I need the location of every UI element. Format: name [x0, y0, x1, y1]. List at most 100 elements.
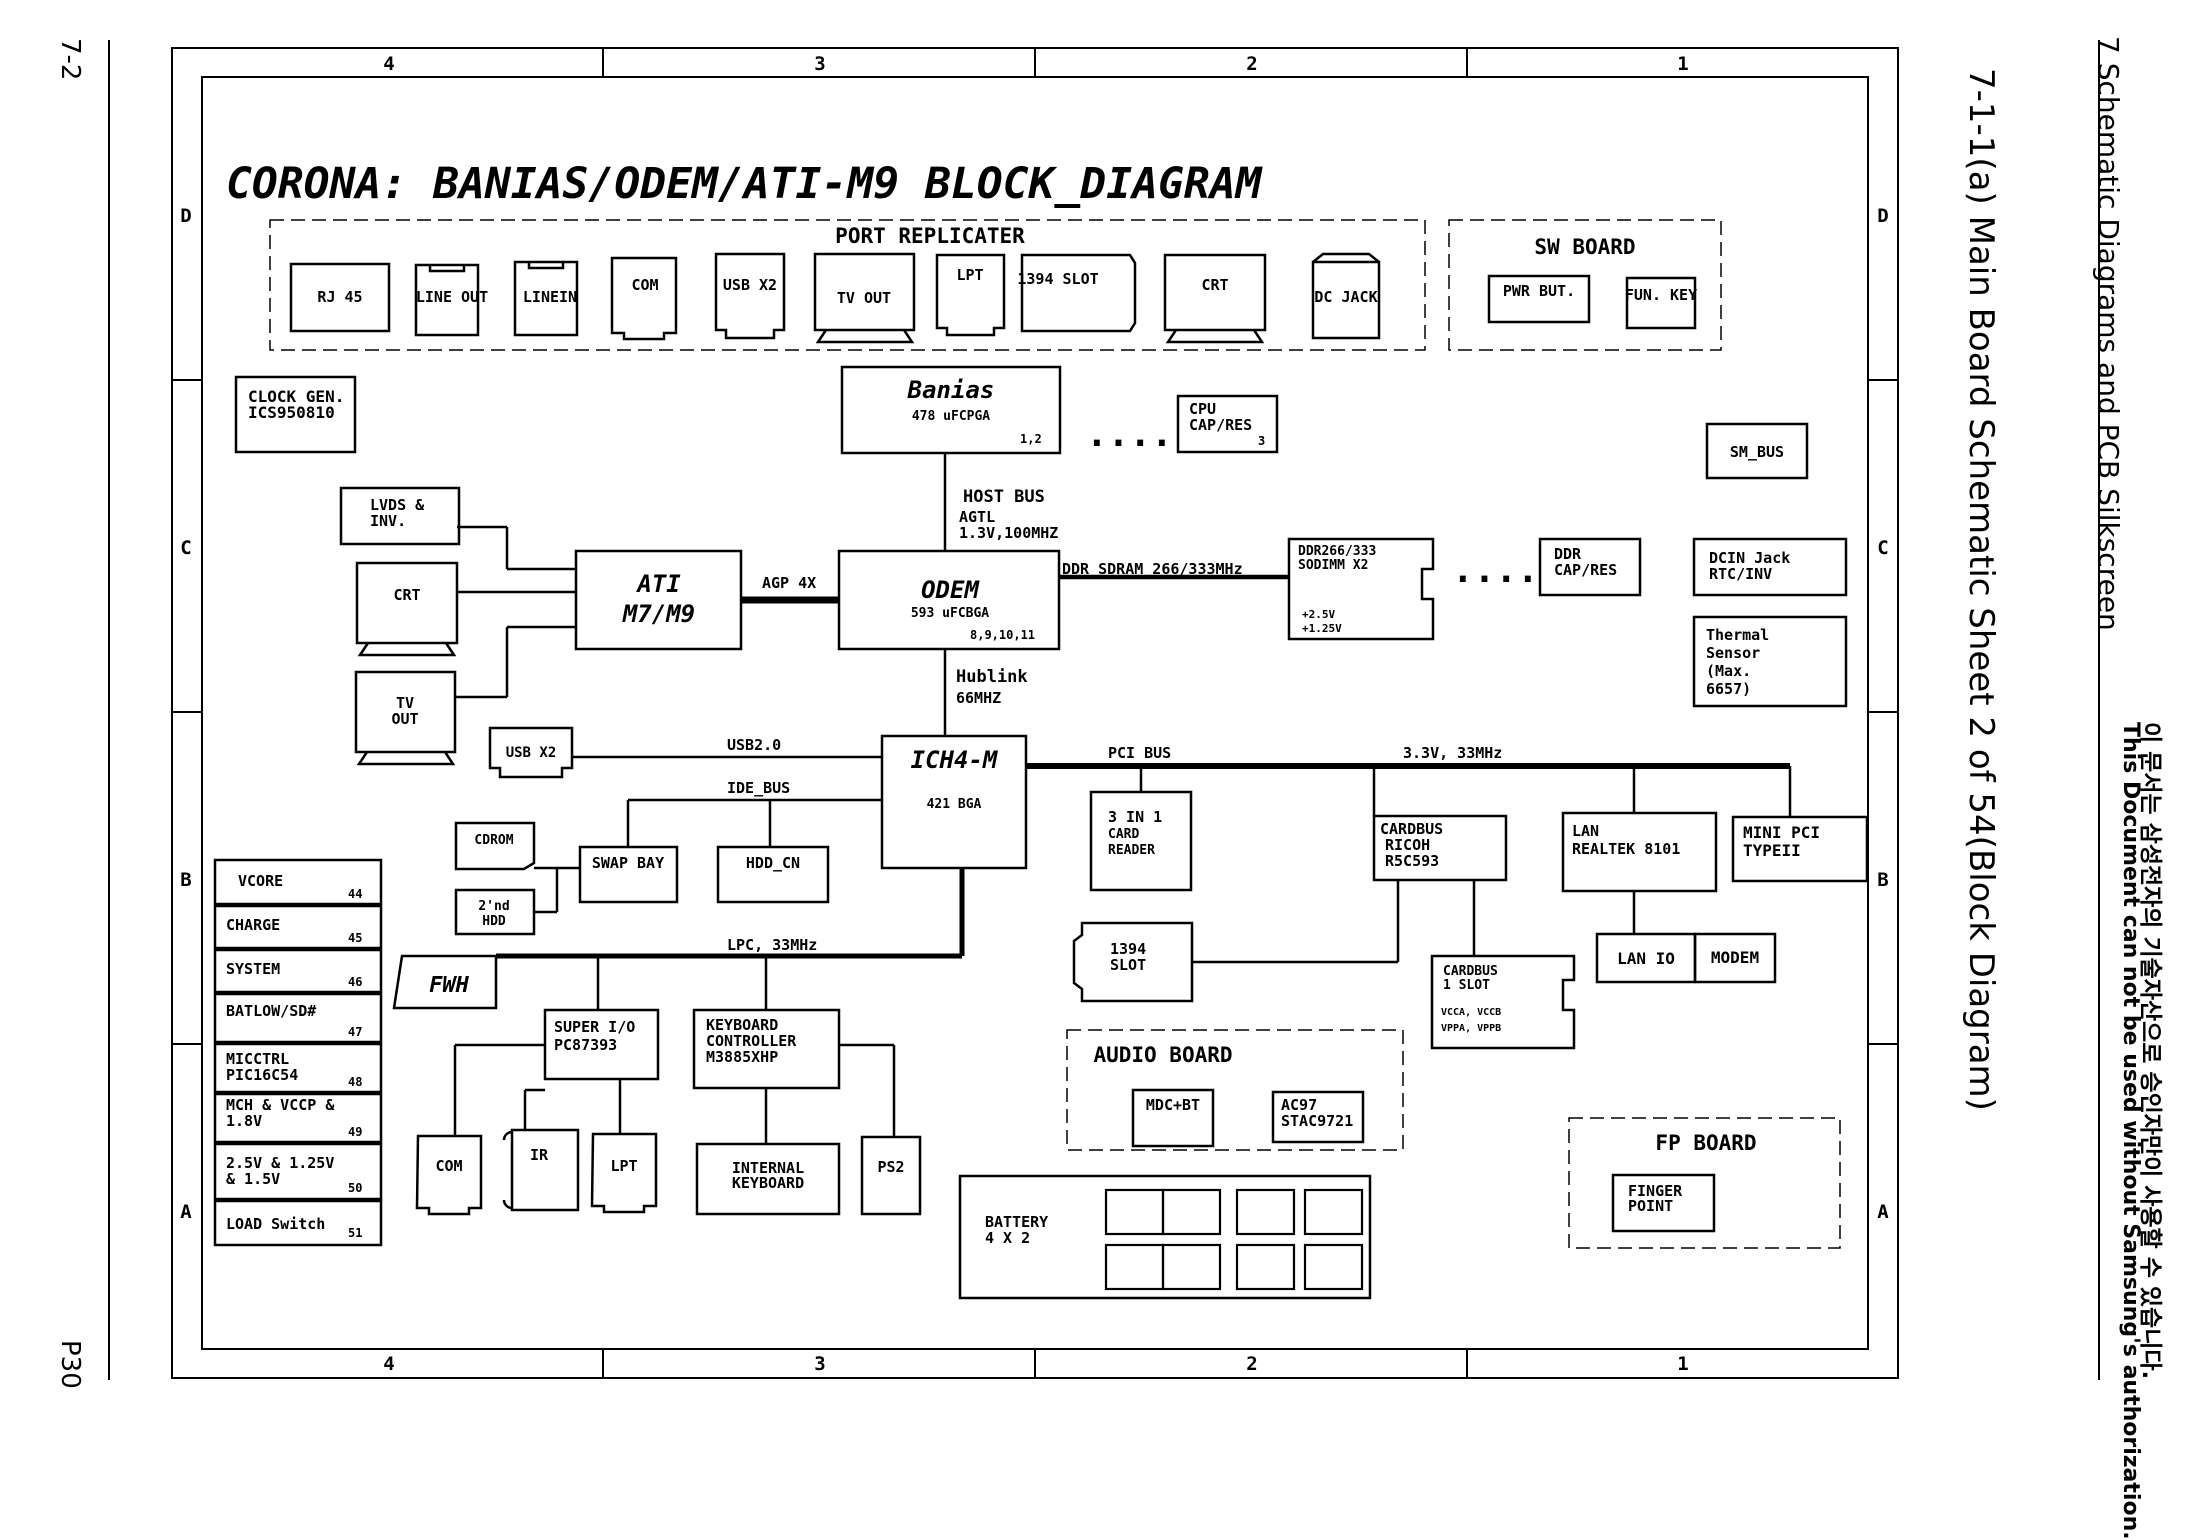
- ddr-dots: ....: [1452, 550, 1539, 591]
- block-boxes: [234, 365, 1869, 1300]
- thermal-label-4: 6657): [1706, 680, 1751, 698]
- row-label-left-d: D: [180, 205, 191, 227]
- ddr-bus-label: DDR SDRAM 266/333MHz: [1062, 560, 1243, 578]
- internal-kb-box: [695, 1142, 841, 1216]
- row-label-right-c: C: [1877, 537, 1888, 559]
- fp-board-title: FP BOARD: [1655, 1131, 1756, 1155]
- sodimm-voltage-2: +1.25V: [1302, 622, 1342, 635]
- row-label-left-c: C: [180, 537, 191, 559]
- power-item-sheet: 50: [348, 1181, 362, 1195]
- ac97-box: [1271, 1090, 1365, 1144]
- power-item-sheet: 46: [348, 975, 362, 989]
- block-diagram: 4 3 2 1 4 3 2 1 D C B A D C B A CORONA: …: [171, 47, 1899, 1379]
- power-list-boxes: [213, 858, 383, 1247]
- power-item-label-2: PIC16C54: [226, 1066, 298, 1084]
- cpu-cap-dots: ....: [1086, 414, 1173, 455]
- odem-package: 593 uFCBGA: [911, 606, 989, 621]
- cpu-cap-line2: CAP/RES: [1189, 416, 1252, 434]
- port-rj45: [289, 262, 391, 333]
- kbc-label-2: CONTROLLER: [706, 1032, 797, 1050]
- port-1394-label: 1394 SLOT: [1017, 270, 1098, 288]
- row-label-right-a: A: [1877, 1201, 1889, 1223]
- ps2-box: [860, 1135, 922, 1216]
- power-item-sheet: 51: [348, 1226, 362, 1240]
- battery-label-2: 4 X 2: [985, 1229, 1030, 1247]
- ich4-box: [880, 734, 1028, 870]
- port-replicater-group: [269, 219, 1426, 351]
- ati-label: ATI: [635, 570, 681, 598]
- ati-label-2: M7/M9: [622, 600, 695, 628]
- host-bus-speed: 1.3V,100MHZ: [959, 524, 1058, 542]
- odem-label: ODEM: [921, 576, 980, 604]
- cardbus-box: [1372, 814, 1508, 882]
- crt-label: CRT: [393, 586, 420, 604]
- lpt-box: [590, 1132, 658, 1214]
- cardbus-slot-box: [1430, 954, 1576, 1050]
- col-label-top-3: 3: [814, 53, 825, 75]
- hublink-label: Hublink: [956, 667, 1028, 687]
- lan-io-label: LAN IO: [1617, 949, 1675, 968]
- port-line-out-label: LINE OUT: [416, 288, 488, 306]
- cpu-cap-line1: CPU: [1189, 400, 1216, 418]
- lan-label: LAN: [1572, 822, 1599, 840]
- hdd-cn-label: HDD_CN: [746, 854, 800, 872]
- lan-box: [1561, 811, 1718, 893]
- fp-board-group: [1568, 1117, 1841, 1249]
- power-item-sheet: 44: [348, 887, 362, 901]
- mini-pci-label: MINI PCI: [1743, 823, 1820, 842]
- slot1394-label-2: SLOT: [1110, 956, 1146, 974]
- cardbus-slot-label-4: VPPA, VPPB: [1441, 1023, 1501, 1034]
- port-labels: RJ 45 LINE OUT LINEIN COM USB X2 TV OUT …: [317, 266, 1697, 307]
- pci-bus-label: PCI BUS: [1108, 744, 1171, 762]
- usb-bus-label: USB2.0: [727, 736, 781, 754]
- com-box: [415, 1134, 483, 1216]
- power-item-label: CHARGE: [226, 916, 280, 934]
- dcin-label-2: RTC/INV: [1709, 565, 1772, 583]
- frame-labels: 4 3 2 1 4 3 2 1 D C B A D C B A: [180, 53, 1889, 1375]
- cardbus-label: CARDBUS: [1380, 820, 1443, 838]
- port-line-in: [513, 260, 579, 337]
- odem-sheets: 8,9,10,11: [970, 628, 1035, 642]
- mini-pci-label-2: TYPEII: [1743, 841, 1801, 860]
- battery-cells: [1104, 1188, 1364, 1291]
- dcin-box: [1692, 537, 1848, 597]
- battery-box: [958, 1174, 1372, 1300]
- power-item-sheet: 49: [348, 1125, 362, 1139]
- row-label-right-b: B: [1877, 869, 1888, 891]
- super-io-label: SUPER I/O: [554, 1018, 635, 1036]
- col-label-bottom-2: 2: [1246, 1353, 1257, 1375]
- port-usb-label: USB X2: [723, 276, 777, 294]
- mdc-box: [1131, 1088, 1215, 1148]
- internal-kb-label-2: KEYBOARD: [732, 1174, 804, 1192]
- clock-gen-box: [234, 375, 357, 454]
- usb-box: [488, 726, 574, 779]
- ir-box: [502, 1128, 580, 1212]
- swap-bay-label: SWAP BAY: [592, 854, 664, 872]
- sodimm-label-2: SODIMM X2: [1298, 558, 1368, 573]
- ddr-cap-box: [1538, 537, 1642, 597]
- sm-bus-box: [1705, 422, 1809, 480]
- clock-gen-part: ICS950810: [248, 403, 335, 422]
- cardbus-slot-label: CARDBUS: [1443, 964, 1498, 979]
- power-item-label: VCORE: [238, 872, 283, 890]
- banias-label: Banias: [907, 376, 995, 404]
- usb-label: USB X2: [506, 745, 557, 761]
- slot1394-label: 1394: [1110, 940, 1146, 958]
- power-item-label: MICCTRL: [226, 1050, 289, 1068]
- ir-label: IR: [530, 1146, 549, 1164]
- sodimm-box: [1287, 537, 1435, 641]
- sw-fun-label: FUN. KEY: [1625, 286, 1697, 304]
- lvds-box: [339, 486, 461, 546]
- lpc-label: LPC, 33MHz: [727, 936, 817, 954]
- port-com-label: COM: [631, 276, 658, 294]
- port-replicater-title: PORT REPLICATER: [835, 224, 1025, 248]
- row-label-right-d: D: [1877, 205, 1888, 227]
- power-item-label: SYSTEM: [226, 960, 280, 978]
- power-item-label-2: 1.8V: [226, 1112, 262, 1130]
- lvds-label-2: INV.: [370, 512, 406, 530]
- port-crt: [1163, 253, 1267, 344]
- diagram-title: CORONA: BANIAS/ODEM/ATI-M9 BLOCK_DIAGRAM: [226, 159, 1264, 209]
- ac97-label: AC97: [1281, 1096, 1317, 1114]
- port-tv-out: [813, 252, 916, 344]
- audio-board-group: [1066, 1029, 1404, 1151]
